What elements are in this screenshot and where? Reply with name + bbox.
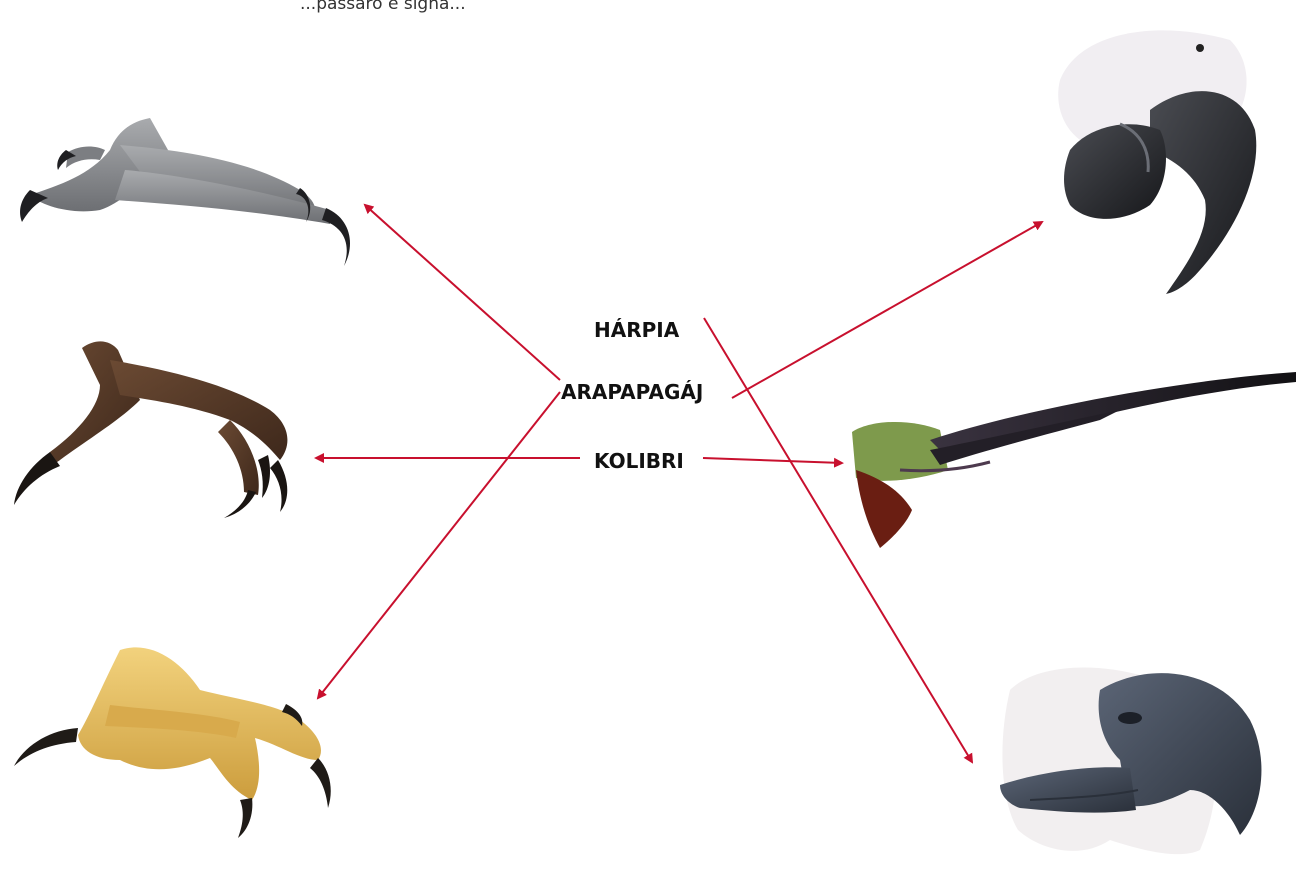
yellow-claw-image xyxy=(14,647,331,838)
macaw-beak-image xyxy=(1058,30,1256,294)
hummingbird-beak-image xyxy=(852,372,1296,548)
label-kolibri: KOLIBRI xyxy=(594,449,684,473)
arrow-harpia-to-harpy-beak xyxy=(704,318,972,762)
gray-claw-image xyxy=(20,118,350,266)
label-arapapagaj: ARAPAPAGÁJ xyxy=(561,380,703,404)
arrow-arara-to-gray-claw xyxy=(365,205,560,380)
arrow-kolibri-to-hummingbird-beak xyxy=(703,458,842,463)
brown-claw-image xyxy=(14,341,287,518)
label-harpia: HÁRPIA xyxy=(594,318,679,342)
connector-arrows xyxy=(316,205,1042,762)
harpy-beak-image xyxy=(1000,668,1261,855)
arrow-arara-to-macaw-beak xyxy=(732,222,1042,398)
arrow-arara-to-yellow-claw xyxy=(318,392,560,698)
